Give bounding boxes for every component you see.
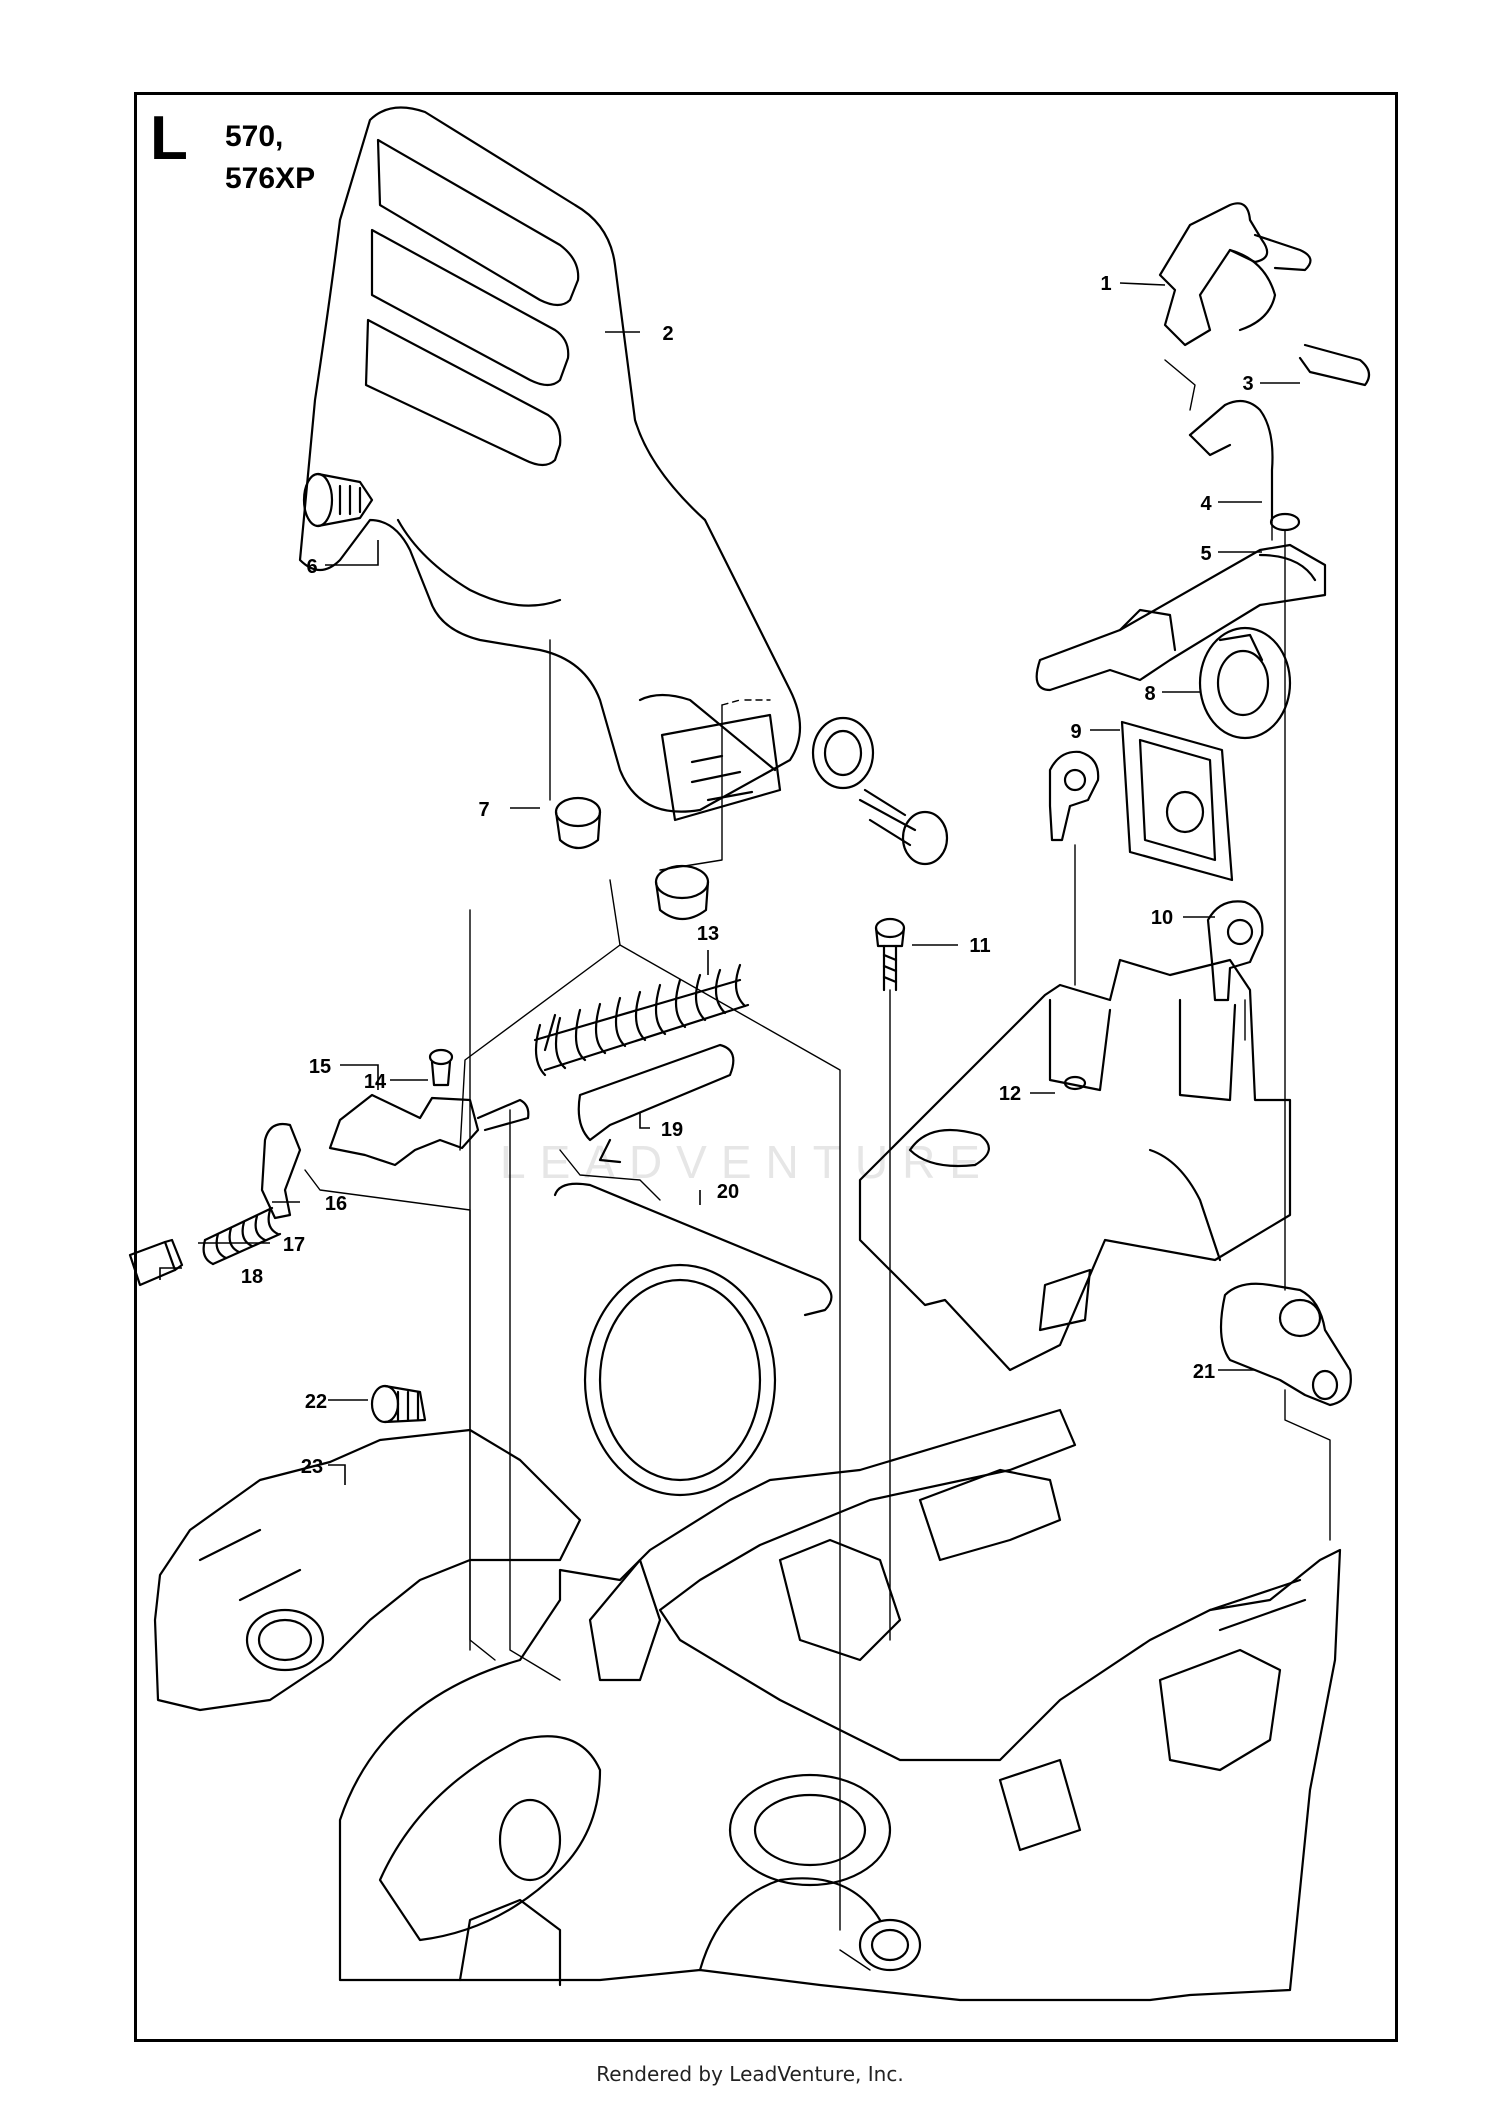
part-23-cover	[153, 1428, 582, 1712]
callout-11: 11	[969, 935, 990, 957]
part-3-spring	[1298, 343, 1371, 387]
callout-14: 14	[364, 1071, 387, 1093]
callout-15: 15	[309, 1056, 331, 1078]
part-13-spring	[533, 963, 750, 1077]
crankcase-assembly	[338, 1408, 1342, 2002]
callout-9: 9	[1070, 721, 1081, 743]
part-18-block	[128, 1238, 184, 1287]
callout-4: 4	[1200, 493, 1212, 515]
part-2-hand-guard	[298, 106, 875, 822]
part-6-bolt-lower	[858, 788, 949, 866]
callout-16: 16	[325, 1193, 347, 1215]
part-12-housing	[858, 958, 1292, 1372]
callout-3: 3	[1242, 373, 1253, 395]
callout-5: 5	[1200, 543, 1211, 565]
part-9-decal	[1120, 720, 1234, 882]
part-5-throttle	[1035, 543, 1327, 692]
callout-23: 23	[301, 1456, 323, 1478]
footer-credit: Rendered by LeadVenture, Inc.	[596, 2062, 904, 2086]
part-10-grommet	[1206, 900, 1264, 1002]
callout-7: 7	[478, 799, 489, 821]
callout-6: 6	[306, 556, 317, 578]
part-1-lockout	[1158, 202, 1312, 347]
section-letter: L	[150, 104, 188, 173]
callout-10: 10	[1151, 907, 1173, 929]
part-14-screw	[428, 1048, 454, 1087]
callout-22: 22	[305, 1391, 327, 1413]
part-19-sleeve	[577, 1043, 735, 1164]
part-9-grommet	[1048, 750, 1100, 842]
part-20-brake-band	[553, 1182, 833, 1497]
callout-18: 18	[241, 1266, 263, 1288]
part-22-bolt	[370, 1384, 427, 1424]
callout-17: 17	[283, 1234, 305, 1256]
callout-8: 8	[1144, 683, 1155, 705]
watermark: LEADVENTURE	[500, 1136, 994, 1188]
guide-lines	[304, 359, 1331, 1971]
callout-21: 21	[1193, 1361, 1215, 1383]
callout-13: 13	[697, 923, 719, 945]
callout-20: 20	[717, 1181, 739, 1203]
callout-19: 19	[661, 1119, 683, 1141]
part-15-lever	[328, 1093, 530, 1167]
part-21-grommet	[1219, 1282, 1352, 1407]
callout-2: 2	[662, 323, 673, 345]
part-16-pawl	[260, 1122, 302, 1220]
part-8-collar	[1198, 626, 1292, 740]
callout-12: 12	[999, 1083, 1021, 1105]
model-line-1: 570,	[225, 120, 284, 153]
part-6-bolt	[302, 472, 374, 528]
callout-1: 1	[1100, 273, 1111, 295]
part-11-screw	[874, 917, 906, 992]
diagram-frame	[134, 92, 1398, 2042]
part-17-spring	[202, 1206, 282, 1266]
model-line-2: 576XP	[225, 162, 316, 195]
